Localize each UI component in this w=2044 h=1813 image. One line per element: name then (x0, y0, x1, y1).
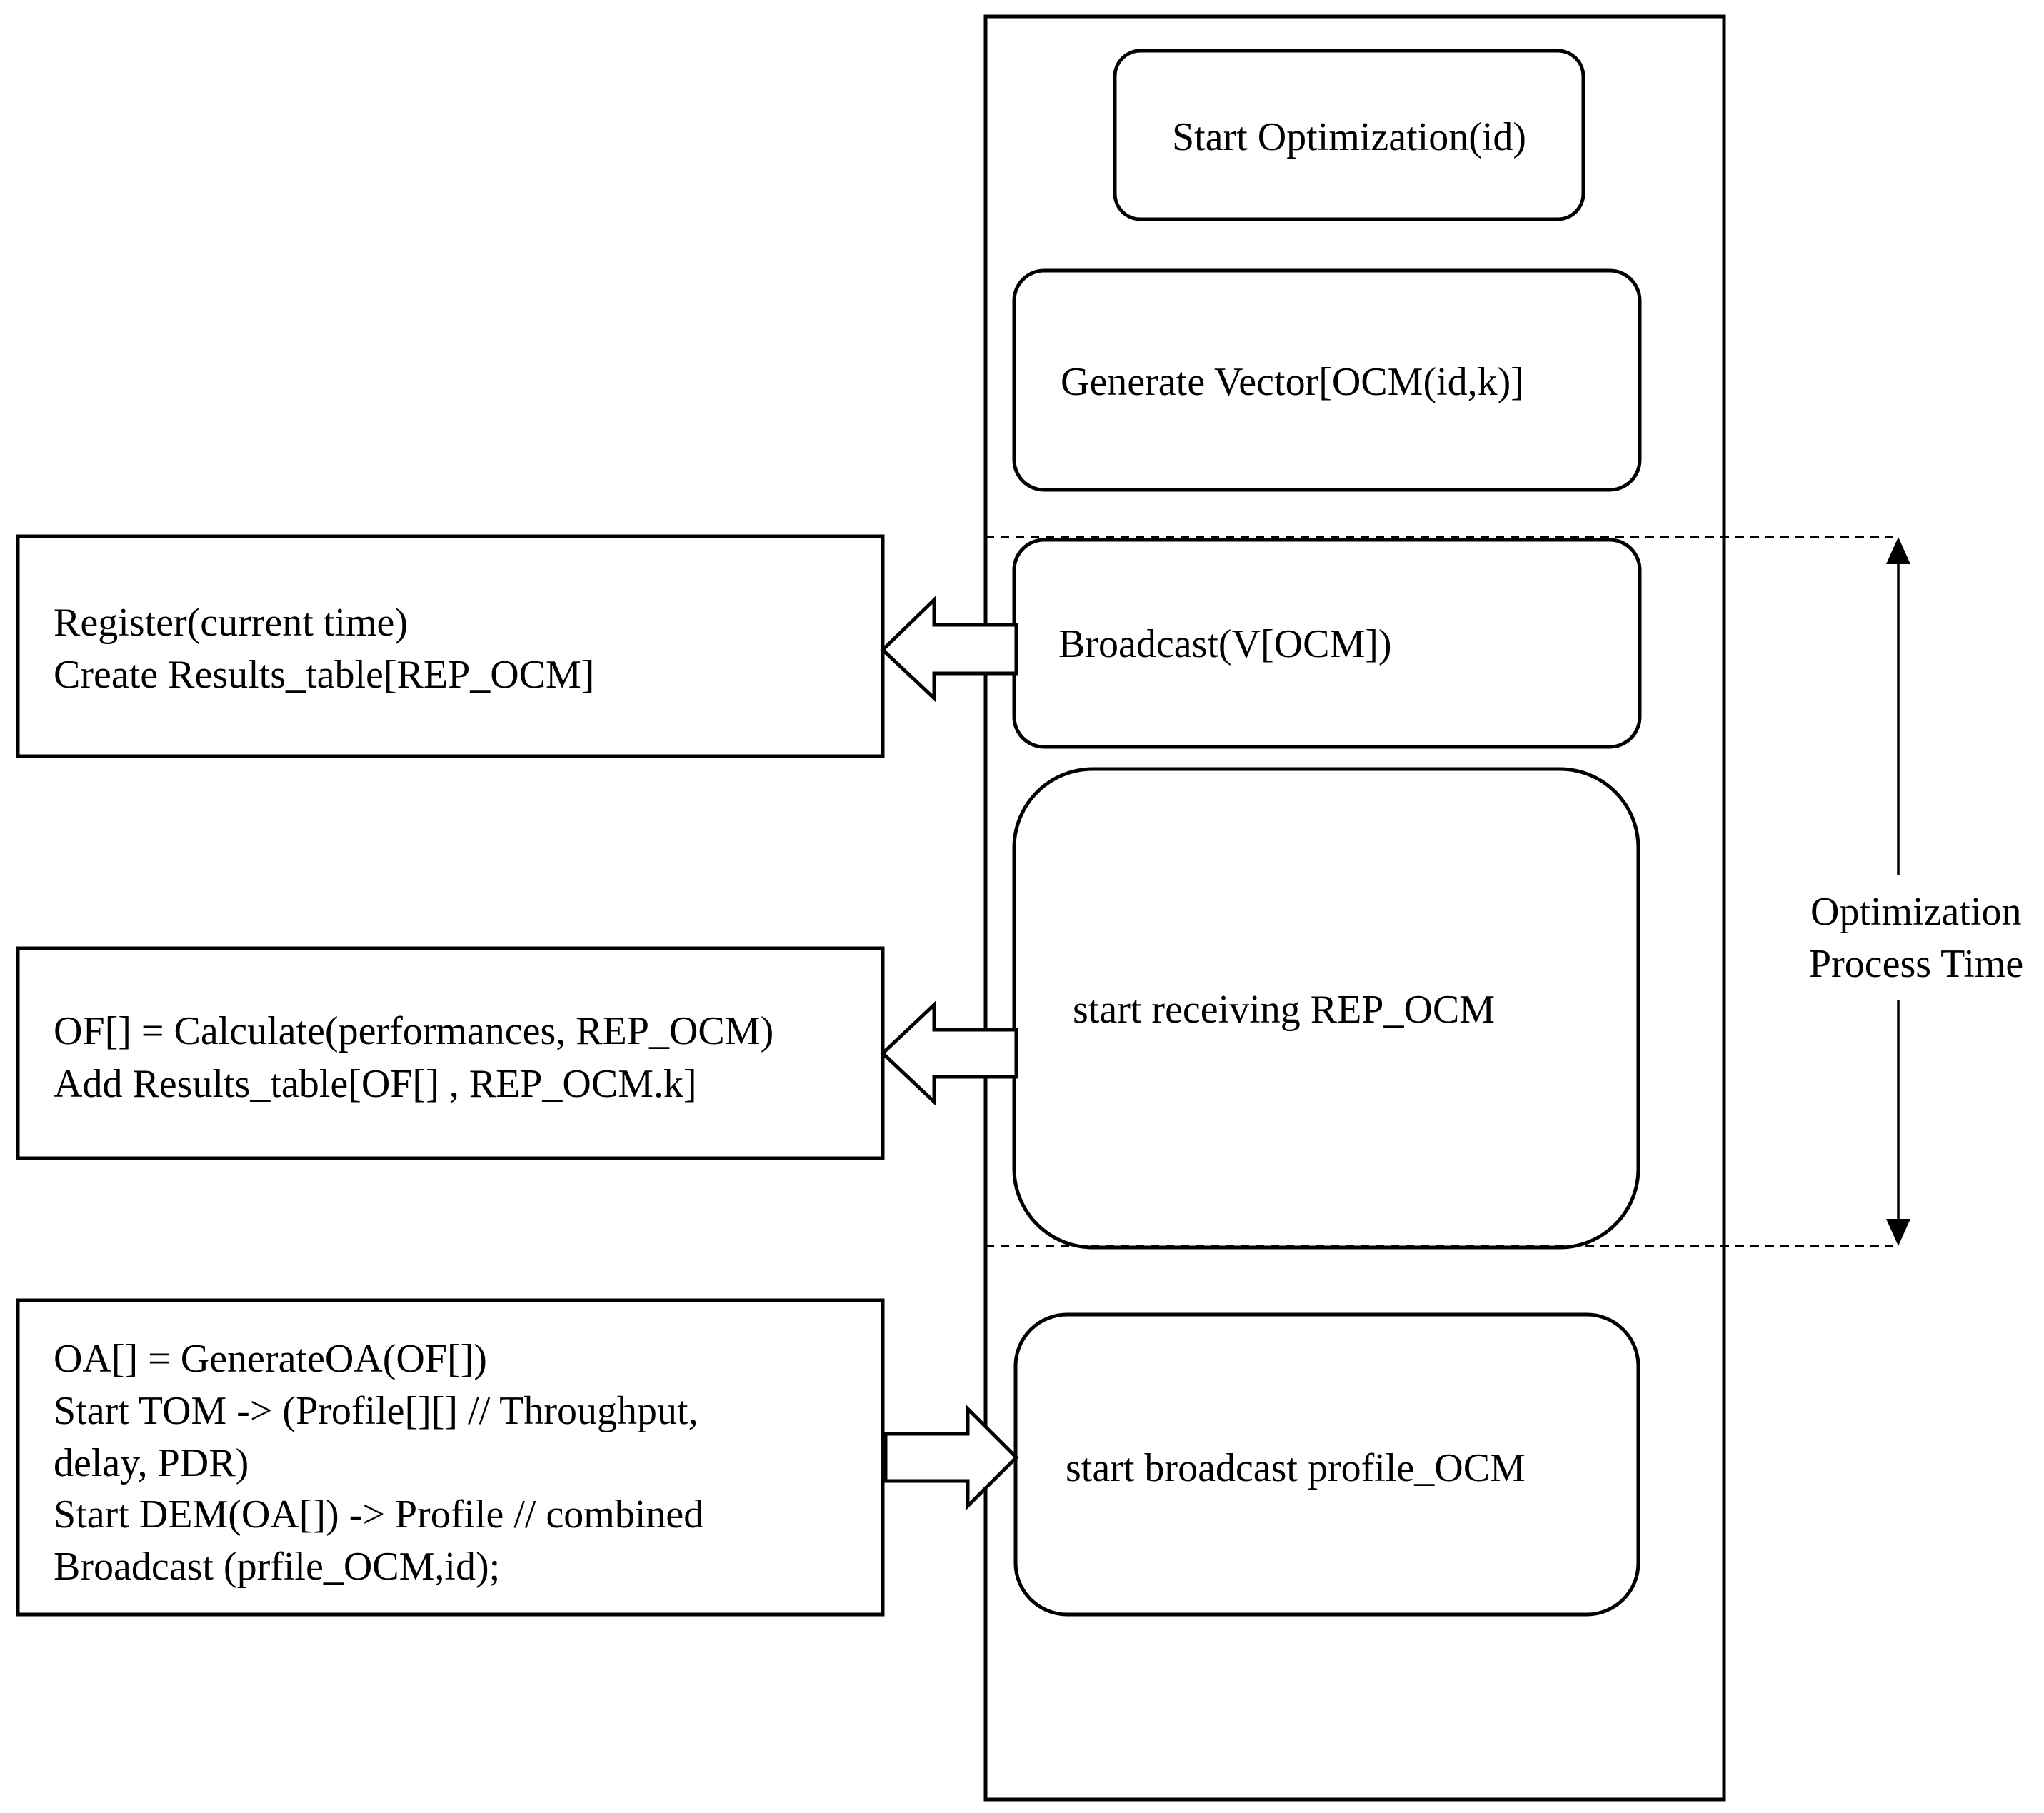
side-box-generate-oa: OA[] = GenerateOA(OF[]) Start TOM -> (Pr… (16, 1298, 885, 1617)
process-time-double-arrow (1886, 537, 1910, 1246)
step-generate-vector: Generate Vector[OCM(id,k)] (1012, 268, 1642, 492)
step-broadcast-profile: start broadcast profile_OCM (1013, 1312, 1640, 1617)
arrow-right-generate-oa (883, 1404, 1019, 1511)
step-start-optimization: Start Optimization(id) (1113, 49, 1585, 221)
step-broadcast: Broadcast(V[OCM]) (1012, 538, 1642, 749)
calculate-line-1: OF[] = Calculate(performances, REP_OCM) (54, 1009, 773, 1053)
register-line-2: Create Results_table[REP_OCM] (54, 653, 594, 697)
process-time-label-line-1: Optimization (1810, 890, 2022, 934)
generate-oa-line-5: Broadcast (prfile_OCM,id); (54, 1545, 500, 1589)
step-generate-vector-label: Generate Vector[OCM(id,k)] (1061, 360, 1524, 404)
arrow-down-head (1886, 1219, 1910, 1246)
arrow-up-head (1886, 537, 1910, 564)
calculate-line-2: Add Results_table[OF[] , REP_OCM.k] (54, 1062, 697, 1106)
step-receive-rep-ocm: start receiving REP_OCM (1012, 767, 1640, 1250)
side-box-register: Register(current time) Create Results_ta… (16, 534, 885, 758)
generate-oa-line-3: delay, PDR) (54, 1441, 249, 1485)
side-box-calculate: OF[] = Calculate(performances, REP_OCM) … (16, 946, 885, 1160)
process-time-label-line-2: Process Time (1809, 942, 2023, 986)
step-receive-rep-ocm-label: start receiving REP_OCM (1073, 988, 1495, 1032)
arrow-left-calculate (880, 1000, 1018, 1106)
arrow-left-register (880, 596, 1018, 703)
register-line-1: Register(current time) (54, 601, 408, 645)
step-broadcast-label: Broadcast(V[OCM]) (1058, 622, 1392, 666)
generate-oa-line-1: OA[] = GenerateOA(OF[]) (54, 1337, 487, 1381)
step-start-optimization-label: Start Optimization(id) (1172, 115, 1526, 159)
generate-oa-line-4: Start DEM(OA[]) -> Profile // combined (54, 1492, 703, 1537)
generate-oa-line-2: Start TOM -> (Profile[][] // Throughput, (54, 1389, 698, 1433)
step-broadcast-profile-label: start broadcast profile_OCM (1066, 1446, 1526, 1490)
